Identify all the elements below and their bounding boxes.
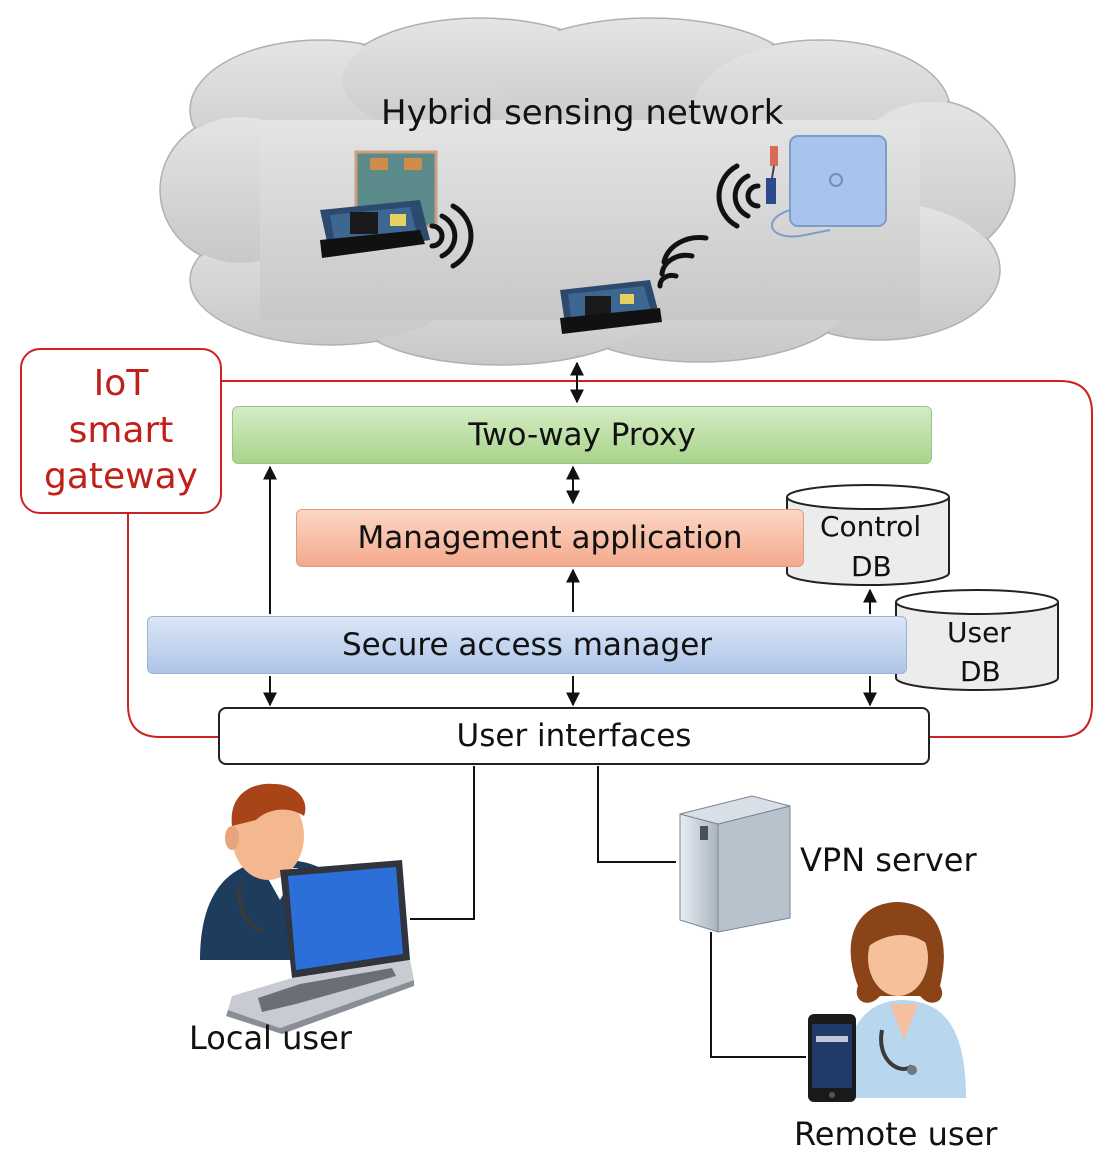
wireless-signal-icon [657, 235, 709, 289]
connection-lines [410, 766, 806, 1058]
data-flow-arrows [263, 361, 877, 707]
sensor-board-icon [320, 150, 438, 258]
network-title: Hybrid sensing network [381, 93, 784, 133]
wireless-signal-icon [429, 203, 474, 269]
wearable-sensor-icon [766, 135, 887, 238]
vpn-server-label: VPN server [800, 841, 977, 879]
gateway-label-line-1: IoT [93, 362, 149, 404]
local-user-icon [200, 783, 414, 1034]
gateway-boundary [127, 380, 1093, 738]
secure-access-manager-block[interactable]: Secure access manager [147, 616, 907, 674]
management-application-label: Management application [357, 520, 743, 556]
two-way-proxy-block[interactable]: Two-way Proxy [232, 406, 932, 464]
user-db-label-line-1: User [947, 616, 1011, 649]
user-interfaces-block[interactable]: User interfaces [218, 707, 930, 765]
user-interfaces-label: User interfaces [456, 718, 692, 754]
remote-user-label: Remote user [794, 1115, 998, 1153]
user-db-label-line-2: DB [960, 655, 1001, 688]
remote-user-icon [808, 902, 966, 1102]
control-db-label-line-2: DB [851, 550, 892, 583]
wireless-signal-icon [716, 163, 761, 229]
user-db-icon [895, 589, 1059, 691]
gateway-label-line-3: gateway [44, 456, 198, 498]
vpn-server-icon [679, 795, 791, 933]
secure-access-manager-label: Secure access manager [341, 627, 713, 663]
sensor-board-icon [560, 280, 662, 334]
gateway-label-line-2: smart [68, 409, 174, 451]
two-way-proxy-label: Two-way Proxy [468, 417, 696, 453]
control-db-icon [786, 484, 950, 586]
local-user-label: Local user [189, 1019, 352, 1057]
gateway-label: IoT smart gateway [20, 348, 222, 514]
control-db-label-line-1: Control [820, 510, 922, 543]
management-application-block[interactable]: Management application [296, 509, 804, 567]
